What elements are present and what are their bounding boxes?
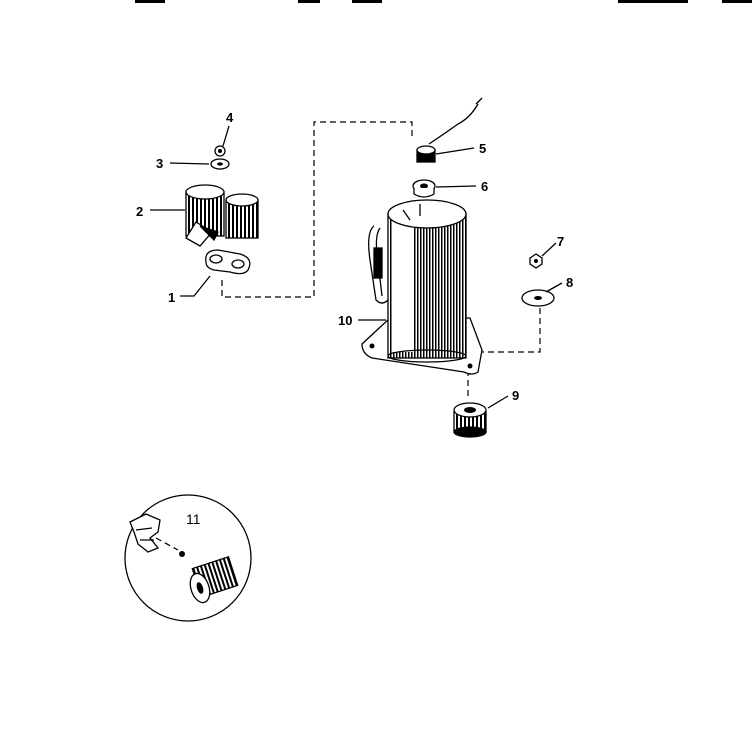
part-11-inset <box>124 494 252 622</box>
part-2-relay-unit <box>185 184 259 247</box>
part-9-mounting-grommet <box>453 402 487 438</box>
part-5-terminal-cover <box>416 97 483 163</box>
assembly-dashed-lines <box>221 121 541 398</box>
callout-5: 5 <box>479 141 486 156</box>
callout-7: 7 <box>557 234 564 249</box>
callout-1: 1 <box>168 290 175 305</box>
part-10-compressor <box>361 199 483 375</box>
callout-10: 10 <box>338 313 352 328</box>
callout-8: 8 <box>566 275 573 290</box>
part-4-nut <box>214 145 226 157</box>
part-3-washer <box>210 158 230 170</box>
callout-leader-lines <box>150 125 563 409</box>
callout-6: 6 <box>481 179 488 194</box>
top-edge-marks <box>135 0 752 3</box>
callout-11: 11 <box>186 511 201 527</box>
part-1-bracket <box>205 249 251 275</box>
part-8-washer <box>521 289 555 307</box>
callout-9: 9 <box>512 388 519 403</box>
callout-4: 4 <box>226 110 234 125</box>
callout-3: 3 <box>156 156 163 171</box>
part-6-grommet <box>412 179 436 198</box>
callout-labels: 1 2 3 4 5 6 7 8 9 10 11 <box>136 110 573 527</box>
part-7-nut <box>529 253 543 269</box>
callout-2: 2 <box>136 204 143 219</box>
